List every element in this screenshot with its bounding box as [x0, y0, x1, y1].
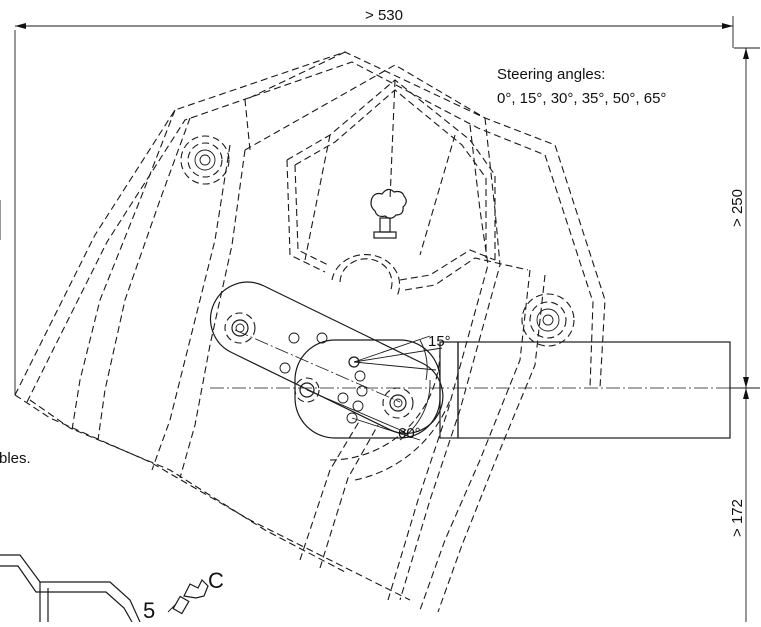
- dimension-top-width-label: > 530: [365, 7, 403, 24]
- axle-housing: [294, 339, 731, 439]
- hidden-center-pocket: [286, 79, 529, 291]
- angle-indicator-lines: [306, 335, 451, 481]
- angle-hole-pattern: [279, 332, 368, 424]
- part-callout-letter: C: [208, 568, 224, 593]
- plate-centerline: [234, 329, 401, 403]
- steering-note-values: 0°, 15°, 30°, 35°, 50°, 65°: [497, 90, 666, 107]
- hub-circle: [331, 254, 401, 299]
- steering-note-title: Steering angles:: [497, 66, 605, 83]
- dimension-top-width: [14, 16, 734, 395]
- angle-label-upper: 15°: [428, 333, 451, 350]
- dimension-right-upper-label: > 250: [729, 189, 746, 227]
- hidden-outline-body: [14, 51, 606, 613]
- mounting-hole-icon: [180, 135, 230, 185]
- part-callout-number: 5: [143, 598, 155, 622]
- steering-plate: [209, 281, 444, 434]
- bolt-icon: [224, 312, 414, 419]
- angle-label-lower: 60°: [398, 425, 421, 442]
- dimension-right-lower-label: > 172: [729, 499, 746, 537]
- side-rail: [0, 554, 141, 623]
- mounting-hole-icon-right: [521, 293, 575, 347]
- star-knob-icon: [370, 188, 407, 239]
- knob-part-icon: [167, 578, 209, 615]
- cut-off-text: bles.: [0, 450, 31, 467]
